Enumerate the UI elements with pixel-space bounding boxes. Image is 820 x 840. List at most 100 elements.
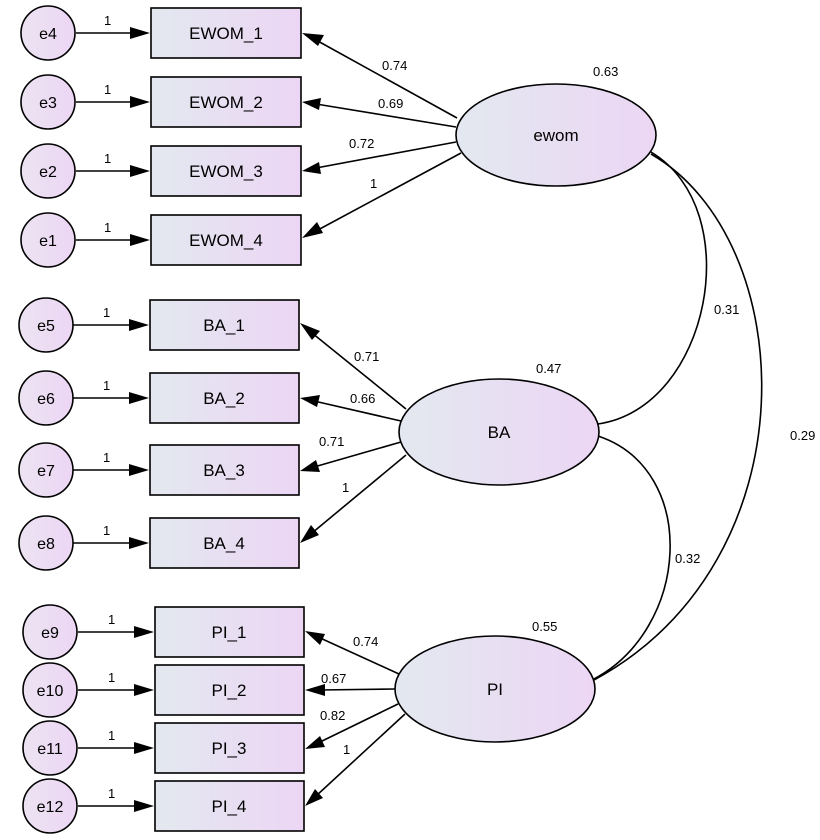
arrowhead <box>129 464 149 476</box>
loading-arrow-pi3 <box>317 703 399 744</box>
indicator-label-ewom2: EWOM_2 <box>189 93 263 112</box>
arrowhead <box>129 319 149 331</box>
loading-label-pi4: 1 <box>343 742 350 757</box>
loading-label-ba1: 0.71 <box>354 349 379 364</box>
indicator-label-pi2: PI_2 <box>212 681 247 700</box>
arrowhead <box>130 96 150 108</box>
loading-label-ba4: 1 <box>342 480 349 495</box>
loading-arrow-ba3 <box>313 441 402 468</box>
arrowhead <box>302 162 321 174</box>
covariance-ewom-ba-label: 0.31 <box>714 302 739 317</box>
latent-label-ba: BA <box>488 423 511 442</box>
error-circle-e5 <box>18 297 74 353</box>
ewom-block: 1 1 1 1 e4 e3 e2 e1 EWOM_1 EWOM_2 EWOM_3… <box>20 5 657 268</box>
loading-arrow-ba4 <box>311 454 407 534</box>
ba-block: 1 1 1 1 e5 e6 e7 e8 BA_1 BA_2 BA_3 BA_4 … <box>18 297 600 571</box>
error-label-e7: e7 <box>37 463 55 480</box>
error-weight-e7: 1 <box>103 450 110 465</box>
arrowhead <box>305 789 323 806</box>
latent-variance-ewom: 0.63 <box>593 64 618 79</box>
loading-label-ba3: 0.71 <box>319 434 344 449</box>
loading-arrow-pi2 <box>318 688 396 691</box>
loading-arrow-ewom1 <box>315 39 458 119</box>
indicator-box-ewom2 <box>150 76 302 128</box>
error-label-e10: e10 <box>37 683 64 700</box>
indicator-label-ba4: BA_4 <box>203 534 245 553</box>
error-circle-e6 <box>18 370 74 426</box>
arrowhead <box>129 392 149 404</box>
covariance-ba-pi-label: 0.32 <box>675 551 700 566</box>
arrowhead <box>130 27 150 39</box>
arrowhead <box>305 684 325 696</box>
loading-label-ewom2: 0.69 <box>378 96 403 111</box>
error-weight-e11: 1 <box>108 728 115 743</box>
arrowhead <box>300 460 320 472</box>
error-circle-e7 <box>18 442 74 498</box>
indicator-box-ewom4 <box>150 214 302 266</box>
loading-label-pi2: 0.67 <box>321 671 346 686</box>
indicator-box-pi1 <box>154 606 305 658</box>
covariance-ewom-pi-label: 0.29 <box>790 428 815 443</box>
loading-label-ewom4: 1 <box>370 176 377 191</box>
indicator-box-ba2 <box>149 372 300 424</box>
pi-block: 1 1 1 1 e9 e10 e11 e12 PI_1 PI_2 PI_3 PI… <box>22 604 596 834</box>
indicator-box-pi3 <box>154 722 305 774</box>
error-weight-e9: 1 <box>108 612 115 627</box>
error-label-e8: e8 <box>37 536 55 553</box>
error-weight-e6: 1 <box>103 378 110 393</box>
error-weight-e3: 1 <box>104 82 111 97</box>
error-label-e1: e1 <box>39 233 57 250</box>
arrowhead <box>300 395 320 407</box>
error-label-e5: e5 <box>37 318 55 335</box>
error-label-e12: e12 <box>37 799 64 816</box>
indicator-label-ewom4: EWOM_4 <box>189 231 263 250</box>
indicator-label-ewom1: EWOM_1 <box>189 24 263 43</box>
error-label-e2: e2 <box>39 164 57 181</box>
latent-ellipse-ba <box>398 378 600 486</box>
indicator-box-ba3 <box>149 444 300 496</box>
error-circle-e9 <box>22 604 78 660</box>
error-weight-e12: 1 <box>108 786 115 801</box>
error-circle-e2 <box>20 143 76 199</box>
indicator-label-pi4: PI_4 <box>212 797 247 816</box>
arrowhead <box>134 800 154 812</box>
error-circle-e8 <box>18 515 74 571</box>
error-circle-e3 <box>20 74 76 130</box>
loading-label-pi1: 0.74 <box>353 634 378 649</box>
indicator-label-ewom3: EWOM_3 <box>189 162 263 181</box>
error-circle-e12 <box>22 778 78 834</box>
latent-variance-ba: 0.47 <box>536 361 561 376</box>
error-label-e4: e4 <box>39 26 57 43</box>
indicator-label-ba1: BA_1 <box>203 316 245 335</box>
loading-arrow-pi1 <box>317 636 400 675</box>
error-circle-e11 <box>22 720 78 776</box>
latent-ellipse-pi <box>394 635 596 743</box>
loading-arrow-ewom3 <box>315 141 457 169</box>
indicator-label-pi3: PI_3 <box>212 739 247 758</box>
covariance-ewom-ba-path <box>597 151 708 425</box>
latent-ellipse-ewom <box>455 83 657 187</box>
arrowhead <box>302 33 324 46</box>
arrowhead <box>130 234 150 246</box>
covariance-ewom-pi-path <box>593 153 763 681</box>
arrowhead <box>130 165 150 177</box>
arrowhead <box>134 626 154 638</box>
indicator-label-ba3: BA_3 <box>203 461 245 480</box>
error-circle-e1 <box>20 212 76 268</box>
error-weight-e2: 1 <box>104 151 111 166</box>
indicator-box-pi4 <box>154 780 305 832</box>
arrowhead <box>302 98 321 110</box>
loading-label-ba2: 0.66 <box>350 391 375 406</box>
arrowhead <box>134 684 154 696</box>
latent-label-pi: PI <box>487 680 503 699</box>
error-circle-e4 <box>20 5 76 61</box>
loading-label-ewom3: 0.72 <box>349 136 374 151</box>
arrowhead <box>302 222 323 238</box>
loading-label-pi3: 0.82 <box>320 708 345 723</box>
indicator-label-pi1: PI_1 <box>212 623 247 642</box>
arrowhead <box>305 631 325 645</box>
loading-arrow-ewom2 <box>315 103 457 128</box>
error-weight-e10: 1 <box>108 670 115 685</box>
covariance-ba-pi-path <box>591 435 671 681</box>
